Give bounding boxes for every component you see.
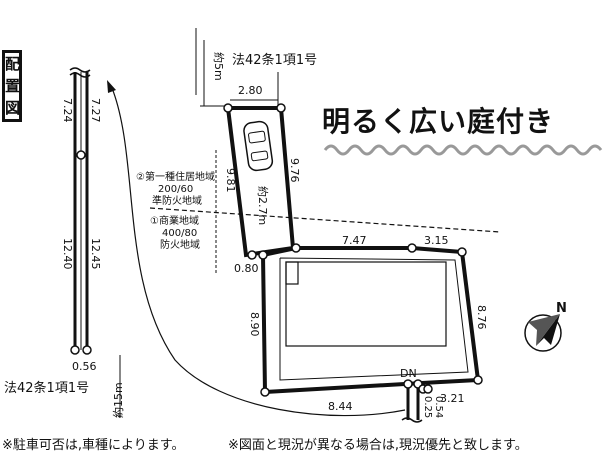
zone-lower-line-3: 防火地域 [160, 238, 200, 251]
west-step-dim: 0.80 [234, 262, 259, 275]
bottom-road-width: 約15m [111, 382, 125, 418]
left-bottom-dim: 0.56 [72, 360, 97, 373]
zone-lower-line-1: ①商業地域 [150, 214, 199, 227]
car-icon [243, 120, 274, 172]
top-road-width: 約5m [212, 52, 226, 81]
dn-label: DN [400, 367, 417, 380]
top-road-label: 法42条1項1号 [232, 52, 317, 68]
tag-char-3: 図 [5, 99, 21, 117]
headline-squiggle [323, 144, 603, 156]
zone-boundary-line [149, 207, 501, 233]
layout-plan-tag: 配 置 図 [2, 50, 22, 122]
zone-upper-line-1: ②第一種住居地域 [136, 170, 215, 183]
zone-lower-line-2: 400/80 [162, 228, 197, 239]
north-right-dim: 3.15 [424, 234, 449, 247]
house-outline [285, 261, 447, 347]
entrance-width: 2.80 [238, 84, 263, 97]
main-lot [247, 243, 483, 397]
west-dim: 8.90 [248, 312, 261, 337]
left-parcel [69, 67, 92, 355]
north-arrow-icon [524, 314, 562, 352]
left-lower-dim-b: 12.45 [89, 238, 102, 270]
south-dim: 8.44 [328, 400, 353, 413]
drain-strip [401, 379, 433, 423]
relation-arrow [111, 87, 406, 417]
tag-char-1: 配 [5, 55, 21, 73]
passage-right-dim: 9.76 [288, 158, 301, 183]
strip-dim-b: 0.54 [433, 396, 444, 418]
top-road-marker [195, 28, 279, 107]
south-right-dim: 3.21 [440, 392, 465, 405]
disclaimer-note: ※図面と現況が異なる場合は,現況優先と致します。 [228, 438, 528, 453]
left-upper-dim-b: 7.27 [89, 98, 102, 123]
passage-left-dim: 9.81 [224, 168, 237, 193]
zone-upper-line-2: 200/60 [158, 184, 193, 195]
bottom-road-label: 法42条1項1号 [4, 380, 89, 396]
tag-char-2: 置 [5, 77, 21, 95]
zone-upper-line-3: 準防火地域 [152, 194, 202, 207]
headline: 明るく広い庭付き [322, 105, 555, 138]
zone-offset-dim: 約2.7m [256, 186, 270, 225]
strip-dim-a: 0.25 [422, 396, 433, 418]
left-lower-dim-a: 12.40 [61, 238, 74, 270]
north-label: N [556, 301, 567, 316]
north-left-dim: 7.47 [342, 234, 367, 247]
parking-note: ※駐車可否は,車種によります。 [2, 438, 185, 453]
left-upper-dim-a: 7.24 [61, 98, 74, 123]
east-dim: 8.76 [475, 305, 488, 330]
